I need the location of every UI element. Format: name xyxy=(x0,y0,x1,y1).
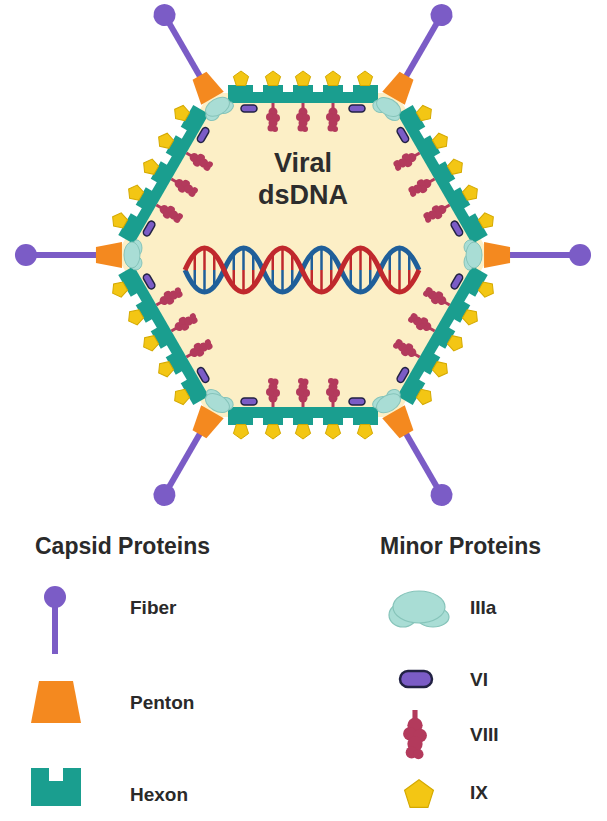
legend-label: Penton xyxy=(130,691,194,715)
legend-label: IX xyxy=(470,781,488,805)
legend-swatch xyxy=(30,582,80,657)
legend-label: IIIa xyxy=(470,596,496,620)
legend-swatch xyxy=(402,708,428,764)
legend-swatch xyxy=(30,680,82,724)
capsid-hexagon: Viral dsDNA xyxy=(116,93,490,417)
legend-heading: Minor Proteins xyxy=(380,532,541,560)
hexon-edges xyxy=(106,71,500,439)
legend-swatch xyxy=(30,767,82,807)
genome-label: Viral dsDNA xyxy=(233,147,373,211)
penton-vertices xyxy=(2,0,604,519)
legend-label: Fiber xyxy=(130,596,176,620)
legend-swatch xyxy=(398,668,434,690)
legend-label: VIII xyxy=(470,723,499,747)
legend-swatch xyxy=(402,778,436,810)
legend-swatch xyxy=(386,586,452,632)
legend-label: Hexon xyxy=(130,783,188,807)
hexagon-outline xyxy=(116,93,490,417)
legend-heading: Capsid Proteins xyxy=(35,532,210,560)
hexagon-fill xyxy=(116,93,490,417)
legend-label: VI xyxy=(470,668,488,692)
